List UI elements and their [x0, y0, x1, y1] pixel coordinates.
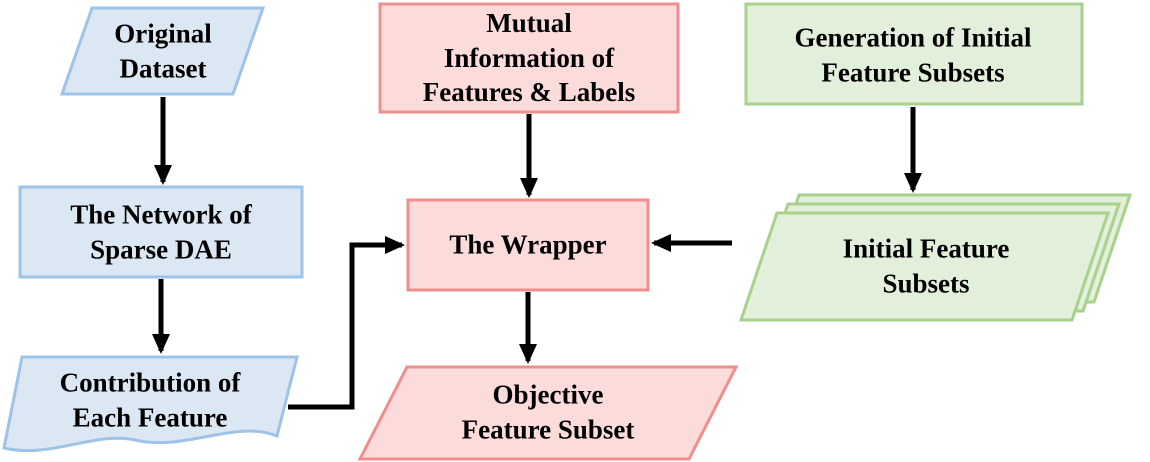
- node-label-sparse-dae: The Network of Sparse DAE: [70, 199, 252, 264]
- node-label-wrapper: The Wrapper: [449, 229, 607, 260]
- shape-mutual-information: [378, 2, 680, 114]
- shape-initial-subsets-front: [738, 211, 1111, 322]
- node-label-generation-initial: Generation of Initial Feature Subsets: [794, 22, 1032, 87]
- node-label-mutual-information: Mutual Information of Features & Labels: [422, 8, 636, 108]
- arrow-contribution-to-wrapper: [288, 236, 405, 410]
- node-label-original-dataset: Original Dataset: [114, 18, 212, 83]
- shape-contribution: [2, 355, 299, 453]
- shape-network-sparse-dae: [18, 185, 304, 279]
- shape-wrapper: [406, 198, 650, 292]
- shape-objective-subset: [357, 365, 739, 461]
- shape-generation-initial: [744, 2, 1084, 106]
- node-label-initial-subsets: Initial Feature Subsets: [842, 233, 1010, 298]
- node-label-objective-subset: Objective Feature Subset: [461, 379, 635, 444]
- node-label-contribution: Contribution of Each Feature: [59, 367, 241, 432]
- shape-original-dataset: [59, 6, 266, 96]
